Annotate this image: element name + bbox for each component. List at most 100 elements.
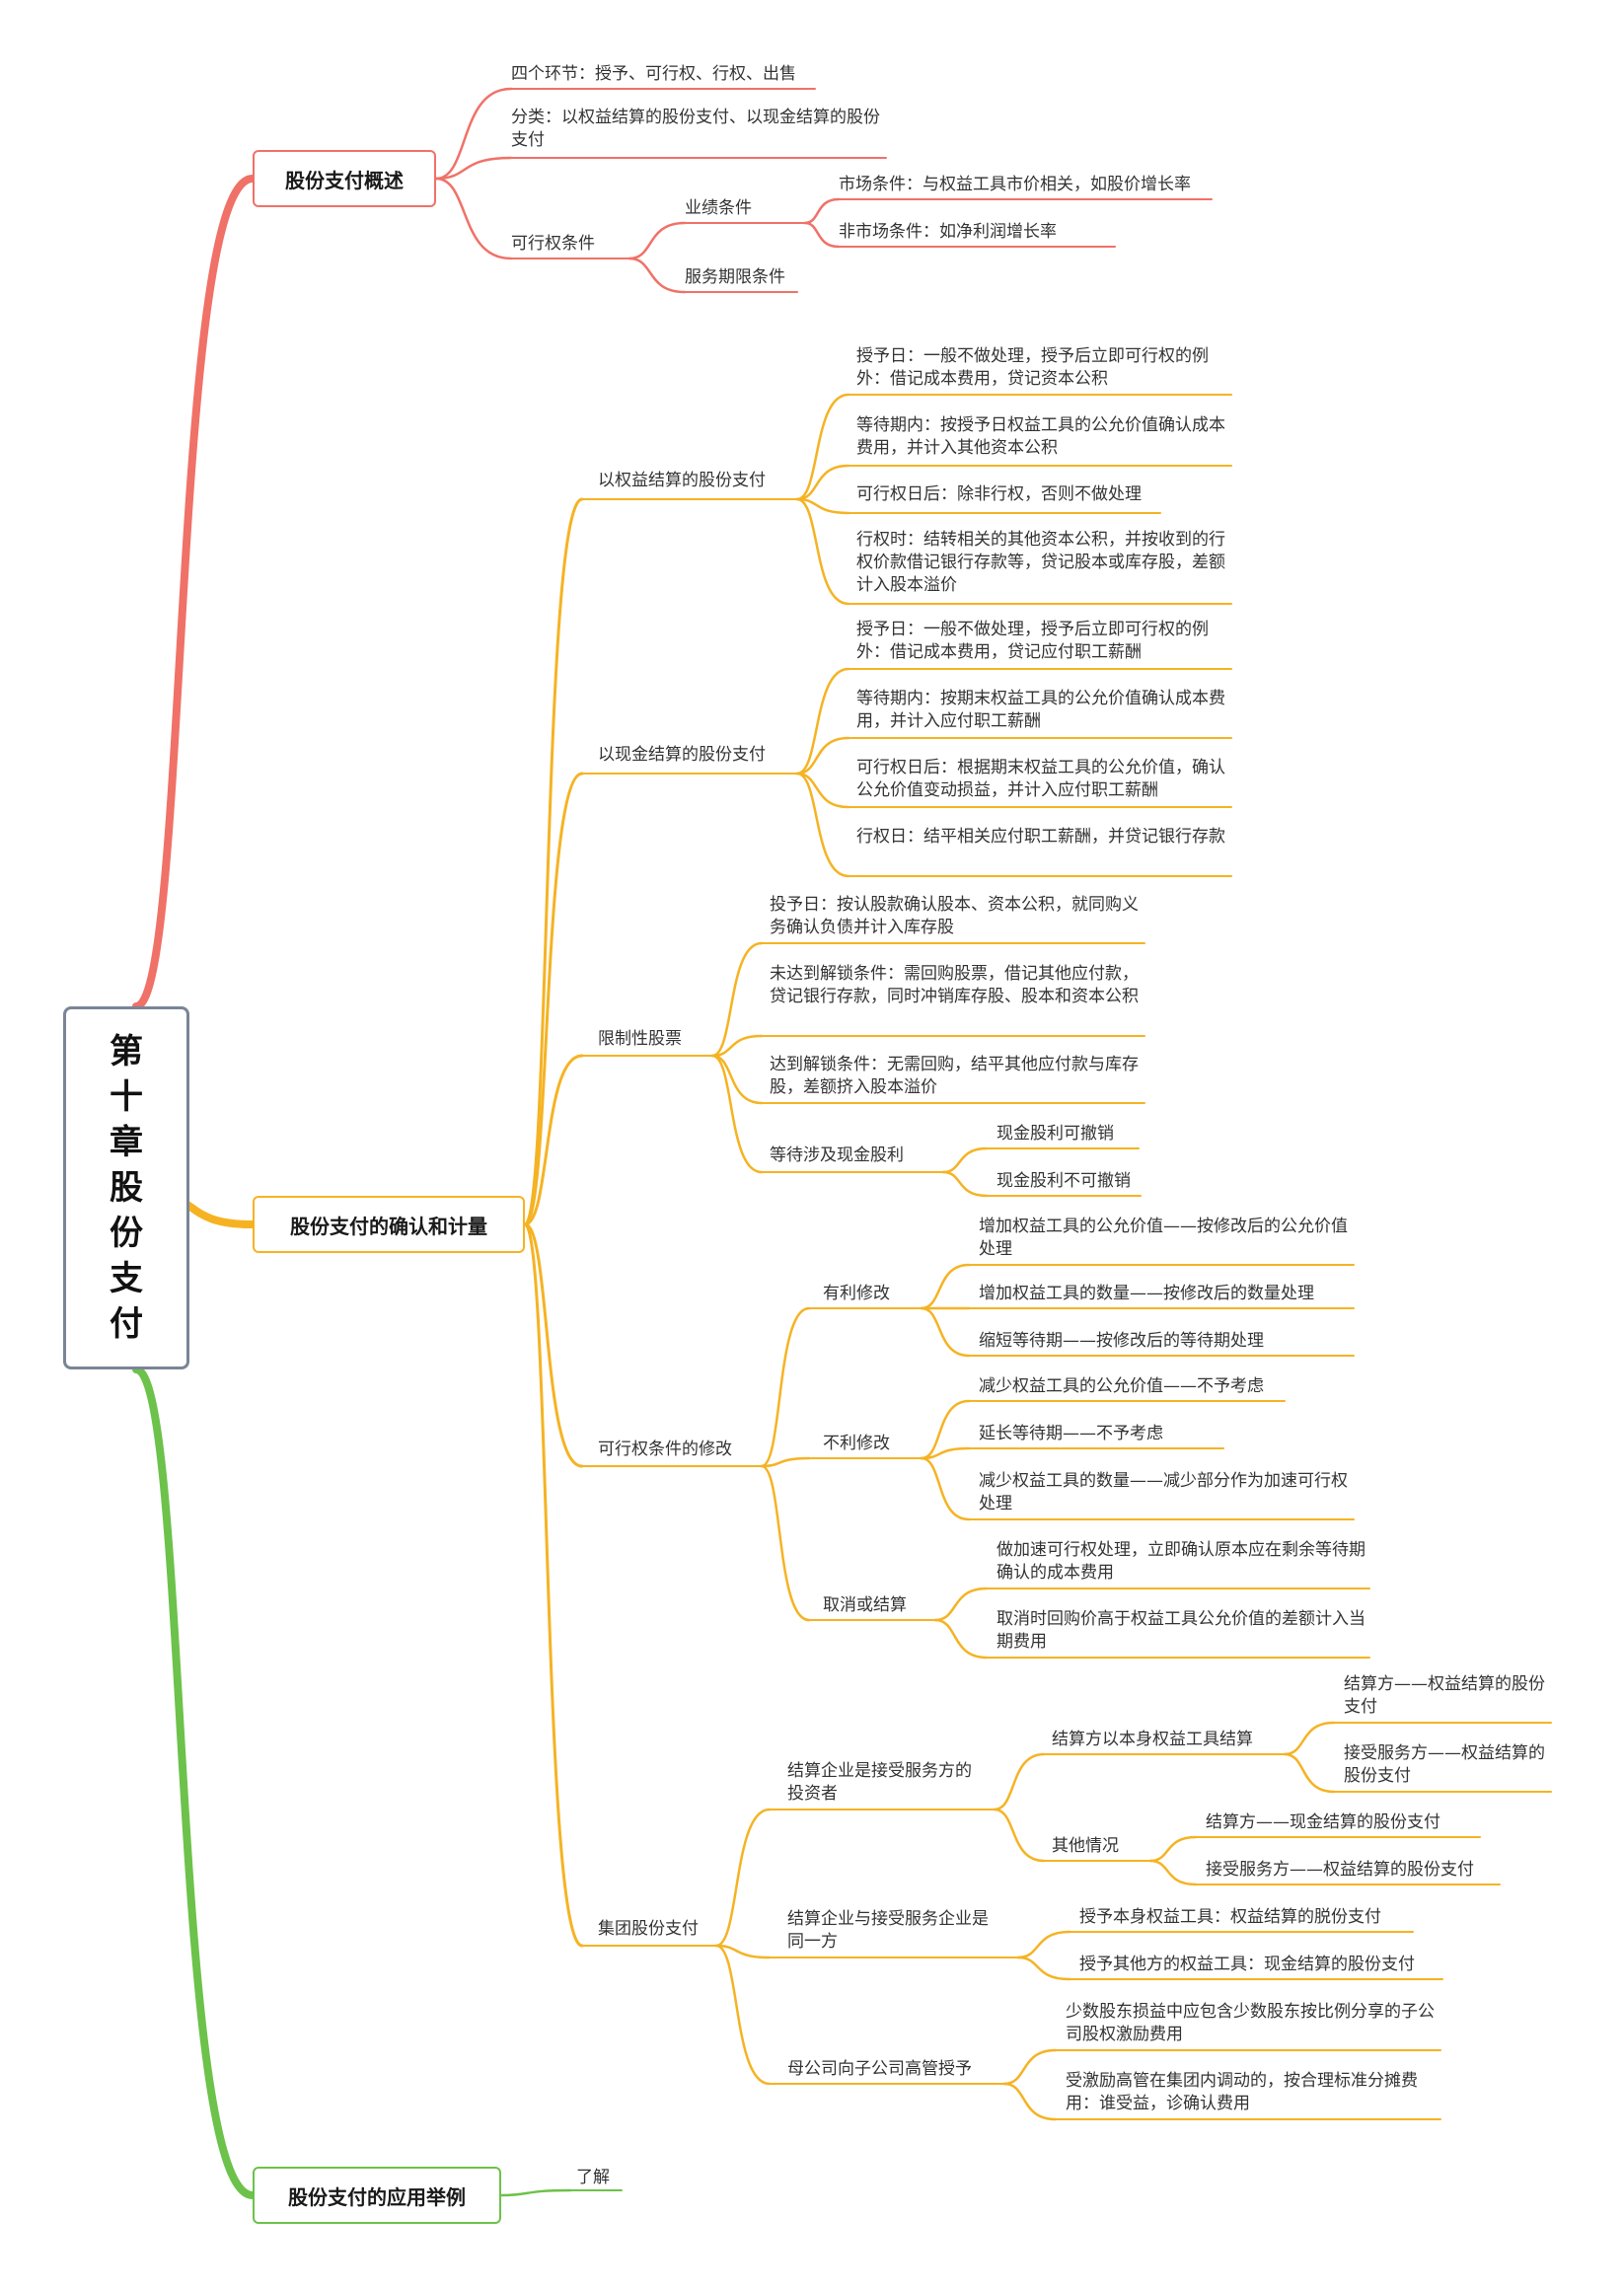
node-ot1[interactable]: 结算方——现金结算的股份支付 (1206, 1812, 1440, 1832)
node-es-grant[interactable]: 授予日：一般不做处理，授予后立即可行权的例外：借记成本费用，贷记资本公积 (856, 346, 1209, 389)
edge-same (714, 1944, 772, 1959)
edge-classification (434, 156, 513, 181)
node-performance[interactable]: 业绩条件 (685, 198, 752, 218)
edge-pa2 (1002, 2082, 1058, 2121)
node-four-links[interactable]: 四个环节：授予、可行权、行权、出售 (511, 64, 796, 84)
edge-cs-1 (795, 736, 850, 776)
edge-cancel (760, 1464, 811, 1622)
root-node[interactable]: 第十章股份支付 (63, 1006, 189, 1369)
edge-unf-0 (920, 1399, 971, 1460)
edge-es-0 (795, 393, 850, 501)
node-unfavorable[interactable]: 不利修改 (823, 1434, 890, 1453)
node-modification[interactable]: 可行权条件的修改 (598, 1440, 732, 1459)
edge-ot2 (1148, 1859, 1198, 1886)
section-recognition[interactable]: 股份支付的确认和计量 (253, 1196, 525, 1253)
node-non-market[interactable]: 非市场条件：如净利润增长率 (839, 222, 1057, 242)
root-title: 第十章股份支付 (110, 1032, 143, 1344)
node-group[interactable]: 集团股份支付 (598, 1919, 699, 1939)
node-es-exercise[interactable]: 行权时：结转相关的其他资本公积，并按收到的行权价款借记银行存款等，贷记股本或库存… (856, 530, 1225, 595)
edge-pa1 (1002, 2048, 1058, 2086)
edge-root-application (132, 1366, 257, 2199)
node-ot2[interactable]: 接受服务方——权益结算的股份支付 (1206, 1860, 1474, 1880)
node-fav2[interactable]: 增加权益工具的数量——按修改后的数量处理 (979, 1284, 1314, 1303)
edge-application-note (499, 2188, 572, 2197)
node-oe1[interactable]: 结算方——权益结算的股份支付 (1344, 1674, 1545, 1717)
node-application-note[interactable]: 了解 (576, 2168, 610, 2187)
node-rs-not-unlock[interactable]: 未达到解锁条件：需回购股票，借记其他应付款，贷记银行存款，同时冲销库存股、股本和… (770, 964, 1139, 1006)
node-cs-waiting[interactable]: 等待期内：按期末权益工具的公允价值确认成本费用，并计入应付职工薪酬 (856, 689, 1225, 731)
node-rs-revocable[interactable]: 现金股利可撤销 (997, 1124, 1114, 1144)
node-favorable[interactable]: 有利修改 (823, 1284, 890, 1303)
edge-unfavorable (760, 1456, 811, 1468)
edge-oe2 (1283, 1752, 1336, 1794)
node-equity-settled[interactable]: 以权益结算的股份支付 (598, 471, 766, 490)
section-recognition-title: 股份支付的确认和计量 (290, 1214, 487, 1238)
node-market[interactable]: 市场条件：与权益工具市价相关，如股价增长率 (839, 175, 1191, 194)
node-rs-irrevocable[interactable]: 现金股利不可撤销 (997, 1171, 1131, 1191)
edge-service (627, 257, 687, 294)
node-es-waiting[interactable]: 等待期内：按授予日权益工具的公允价值确认成本费用，并计入其他资本公积 (856, 415, 1225, 458)
section-application[interactable]: 股份支付的应用举例 (253, 2167, 501, 2224)
edge-can-1 (933, 1618, 989, 1660)
node-cash-settled[interactable]: 以现金结算的股份支付 (598, 745, 766, 765)
edge-recognition-group (523, 1222, 584, 1948)
edge-rs-0 (710, 941, 764, 1058)
edge-recognition-equity (523, 497, 584, 1226)
node-investor[interactable]: 结算企业是接受服务方的投资者 (787, 1761, 972, 1804)
node-can2[interactable]: 取消时回购价高于权益工具公允价值的差额计入当期费用 (997, 1609, 1366, 1652)
edge-vesting (434, 177, 513, 260)
node-cs-exercise[interactable]: 行权日：结平相关应付职工薪酬，并贷记银行存款 (856, 827, 1225, 847)
node-sm1[interactable]: 授予本身权益工具：权益结算的脱份支付 (1079, 1907, 1381, 1927)
edge-cs-0 (795, 667, 850, 776)
edge-own-equity (993, 1752, 1046, 1811)
node-rs-grant[interactable]: 投予日：按认股款确认股本、资本公积，就同购义务确认负债并计入库存股 (770, 895, 1139, 937)
edge-performance (627, 221, 687, 260)
node-unf1[interactable]: 减少权益工具的公允价值——不予考虑 (979, 1376, 1264, 1396)
node-unf3[interactable]: 减少权益工具的数量——减少部分作为加速可行权处理 (979, 1471, 1348, 1514)
node-pa1[interactable]: 少数股东损益中应包含少数股东按比例分享的子公司股权激励费用 (1066, 2002, 1435, 2044)
node-cs-after-vest[interactable]: 可行权日后：根据期末权益工具的公允价值，确认公允价值变动损益，并计入应付职工薪酬 (856, 758, 1225, 800)
node-service-period[interactable]: 服务期限条件 (685, 267, 785, 287)
edge-rs-2 (710, 1054, 764, 1105)
node-rs-dividend[interactable]: 等待涉及现金股利 (770, 1145, 904, 1165)
node-own-equity[interactable]: 结算方以本身权益工具结算 (1052, 1730, 1253, 1749)
node-same[interactable]: 结算企业与接受服务企业是同一方 (787, 1909, 989, 1952)
edge-market (803, 197, 841, 225)
edge-oe1 (1283, 1721, 1336, 1756)
edge-unf-2 (920, 1456, 971, 1521)
edge-recognition-modification (523, 1222, 584, 1468)
edge-can-0 (933, 1587, 989, 1622)
node-pa2[interactable]: 受激励高管在集团内调动的，按合理标准分摊费用：谁受益，诊确认费用 (1066, 2071, 1418, 2113)
node-cs-grant[interactable]: 授予日：一般不做处理，授予后立即可行权的例外：借记成本费用，贷记应付职工薪酬 (856, 620, 1209, 662)
edge-fav-2 (920, 1306, 971, 1358)
edge-sm2 (1016, 1956, 1071, 1981)
node-cancel[interactable]: 取消或结算 (823, 1595, 907, 1615)
section-overview[interactable]: 股份支付概述 (253, 150, 436, 207)
node-classification[interactable]: 分类：以权益结算的股份支付、以现金结算的股份支付 (511, 108, 880, 150)
node-unf2[interactable]: 延长等待期——不予考虑 (979, 1424, 1163, 1443)
edge-rs-3 (710, 1054, 764, 1174)
edge-other (993, 1808, 1046, 1863)
node-parent[interactable]: 母公司向子公司高管授予 (787, 2059, 972, 2079)
edge-rs-revocable (941, 1146, 989, 1174)
node-fav3[interactable]: 缩短等待期——按修改后的等待期处理 (979, 1331, 1264, 1351)
node-restricted[interactable]: 限制性股票 (598, 1029, 682, 1049)
node-vesting-conditions[interactable]: 可行权条件 (511, 234, 595, 254)
edge-favorable (760, 1306, 811, 1468)
node-oe2[interactable]: 接受服务方——权益结算的股份支付 (1344, 1743, 1545, 1786)
edge-unf-1 (920, 1446, 971, 1460)
node-other[interactable]: 其他情况 (1052, 1836, 1119, 1856)
edge-investor (714, 1808, 772, 1948)
node-es-after-vest[interactable]: 可行权日后：除非行权，否则不做处理 (856, 484, 1142, 504)
edge-cs-3 (795, 772, 850, 878)
edge-rs-irrevocable (941, 1170, 989, 1198)
node-can1[interactable]: 做加速可行权处理，立即确认原本应在剩余等待期确认的成本费用 (997, 1540, 1366, 1583)
section-overview-title: 股份支付概述 (285, 168, 404, 192)
node-sm2[interactable]: 授予其他方的权益工具：现金结算的股份支付 (1079, 1955, 1415, 1974)
node-rs-unlock[interactable]: 达到解锁条件：无需回购，结平其他应付款与库存股，差额挤入股本溢价 (770, 1055, 1139, 1097)
section-application-title: 股份支付的应用举例 (288, 2184, 466, 2209)
node-fav1[interactable]: 增加权益工具的公允价值——按修改后的公允价值处理 (979, 1217, 1348, 1259)
edge-es-3 (795, 497, 850, 606)
edge-rs-1 (710, 1034, 764, 1058)
